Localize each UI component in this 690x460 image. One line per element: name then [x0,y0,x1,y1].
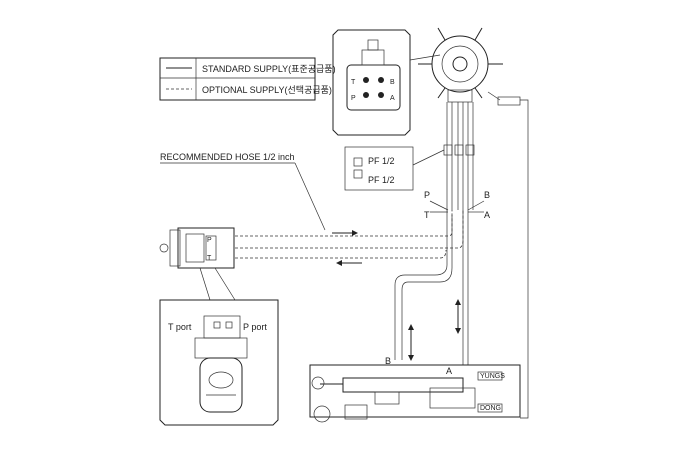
fitting-size-2: PF 1/2 [368,175,395,185]
cylinder-port-b: B [385,356,391,366]
optional-supply-label: OPTIONAL SUPPLY(선택공급품) [202,85,332,95]
cylinder-port-a: A [446,366,452,376]
steering-cylinder: B A YUNGS DONG [309,356,521,423]
fitting-callout: PF 1/2 PF 1/2 [344,146,445,191]
recommended-hose-label: RECOMMENDED HOSE 1/2 inch [160,152,295,162]
helm-hoses [443,102,475,210]
detail-port-b: B [390,79,395,86]
standard-supply-label: STANDARD SUPPLY(표준공급품) [202,64,336,74]
legend-box: STANDARD SUPPLY(표준공급품) OPTIONAL SUPPLY(선… [159,57,336,101]
t-port-label: T port [168,322,192,332]
hose-port-labels: P T B A [424,190,490,220]
helm-pump [418,27,521,106]
fitting-size-1: PF 1/2 [368,156,395,166]
cylinder-tag-top: YUNGS [480,373,505,380]
port-label-b: B [484,190,490,200]
port-label-p: P [424,190,430,200]
power-pack: P T [159,227,235,269]
p-port-label: P port [243,322,267,332]
cylinder-tag-bottom: DONG [480,405,501,412]
helm-pump-port-detail: T P B A [332,29,441,136]
port-label-a: A [484,210,490,220]
detail-port-p: P [351,95,356,102]
port-label-t: T [424,210,430,220]
detail-port-t: T [351,79,356,86]
power-pack-port-detail: T port P port [159,267,279,426]
flow-arrows [332,230,461,361]
power-pack-t: T [207,255,212,262]
detail-port-a: A [390,95,395,102]
power-pack-p: P [207,237,212,244]
supply-hoses [235,99,529,419]
